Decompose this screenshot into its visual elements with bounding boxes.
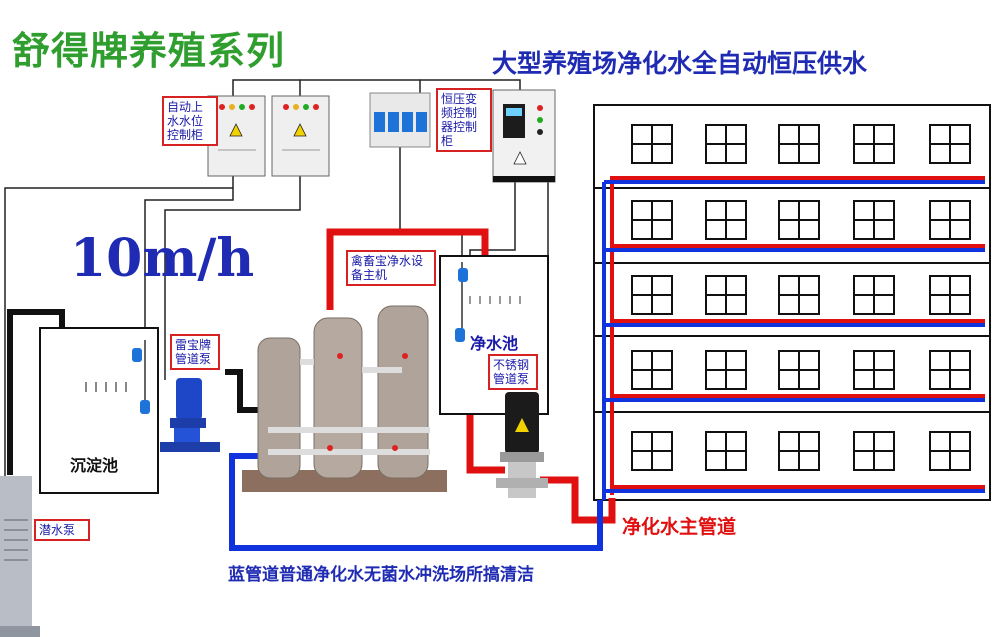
building-window — [631, 200, 673, 240]
stainless-pump — [496, 392, 548, 498]
label-lei-pump: 雷宝牌管道泵 — [170, 334, 220, 370]
building-window — [778, 431, 820, 471]
building-windows — [631, 124, 971, 471]
building-window — [853, 431, 895, 471]
building-window — [929, 350, 971, 390]
flow-rate-label: 10m/h — [70, 228, 255, 289]
building-window — [705, 124, 747, 164]
building-window — [929, 275, 971, 315]
building-window — [778, 275, 820, 315]
circuit-breaker — [369, 92, 431, 148]
building-window — [778, 350, 820, 390]
label-vfd-cabinet: 恒压变频控制器控制柜 — [436, 88, 492, 152]
building-window — [929, 200, 971, 240]
sediment-tank — [39, 327, 159, 494]
label-auto-level-cabinet: 自动上水水位控制柜 — [162, 96, 218, 146]
building-window — [705, 200, 747, 240]
label-blue-pipe: 蓝管道普通净化水无菌水冲洗场所搞清洁 — [228, 565, 534, 585]
building-window — [631, 275, 673, 315]
label-stainless-pump: 不锈钢管道泵 — [488, 354, 538, 390]
page-title: 大型养殖场净化水全自动恒压供水 — [492, 49, 868, 78]
label-submersible-pump: 潜水泵 — [34, 519, 90, 541]
building-window — [929, 124, 971, 164]
label-clean-pool: 净水池 — [470, 334, 519, 353]
purifier-host — [242, 305, 447, 492]
building-window — [631, 124, 673, 164]
building-window — [929, 431, 971, 471]
building-window — [778, 124, 820, 164]
vfd-cabinet — [492, 89, 556, 183]
building-window — [705, 350, 747, 390]
building-window — [705, 275, 747, 315]
brand-title: 舒得牌养殖系列 — [12, 29, 286, 73]
building-window — [705, 431, 747, 471]
submersible-pump-graphic — [0, 476, 40, 637]
label-sediment-pool: 沉淀池 — [70, 456, 119, 475]
building-window — [853, 350, 895, 390]
blue-wash-pipe — [229, 453, 603, 551]
building-window — [778, 200, 820, 240]
building-window — [631, 350, 673, 390]
auto-level-cabinet-2 — [271, 95, 330, 177]
building-window — [853, 200, 895, 240]
building-window — [853, 275, 895, 315]
label-purifier-host: 禽畜宝净水设备主机 — [346, 250, 436, 286]
building-window — [853, 124, 895, 164]
lei-pipeline-pump — [160, 378, 220, 452]
building-pipes — [602, 176, 985, 500]
building-window — [631, 431, 673, 471]
label-main-pipe: 净化水主管道 — [622, 516, 737, 538]
